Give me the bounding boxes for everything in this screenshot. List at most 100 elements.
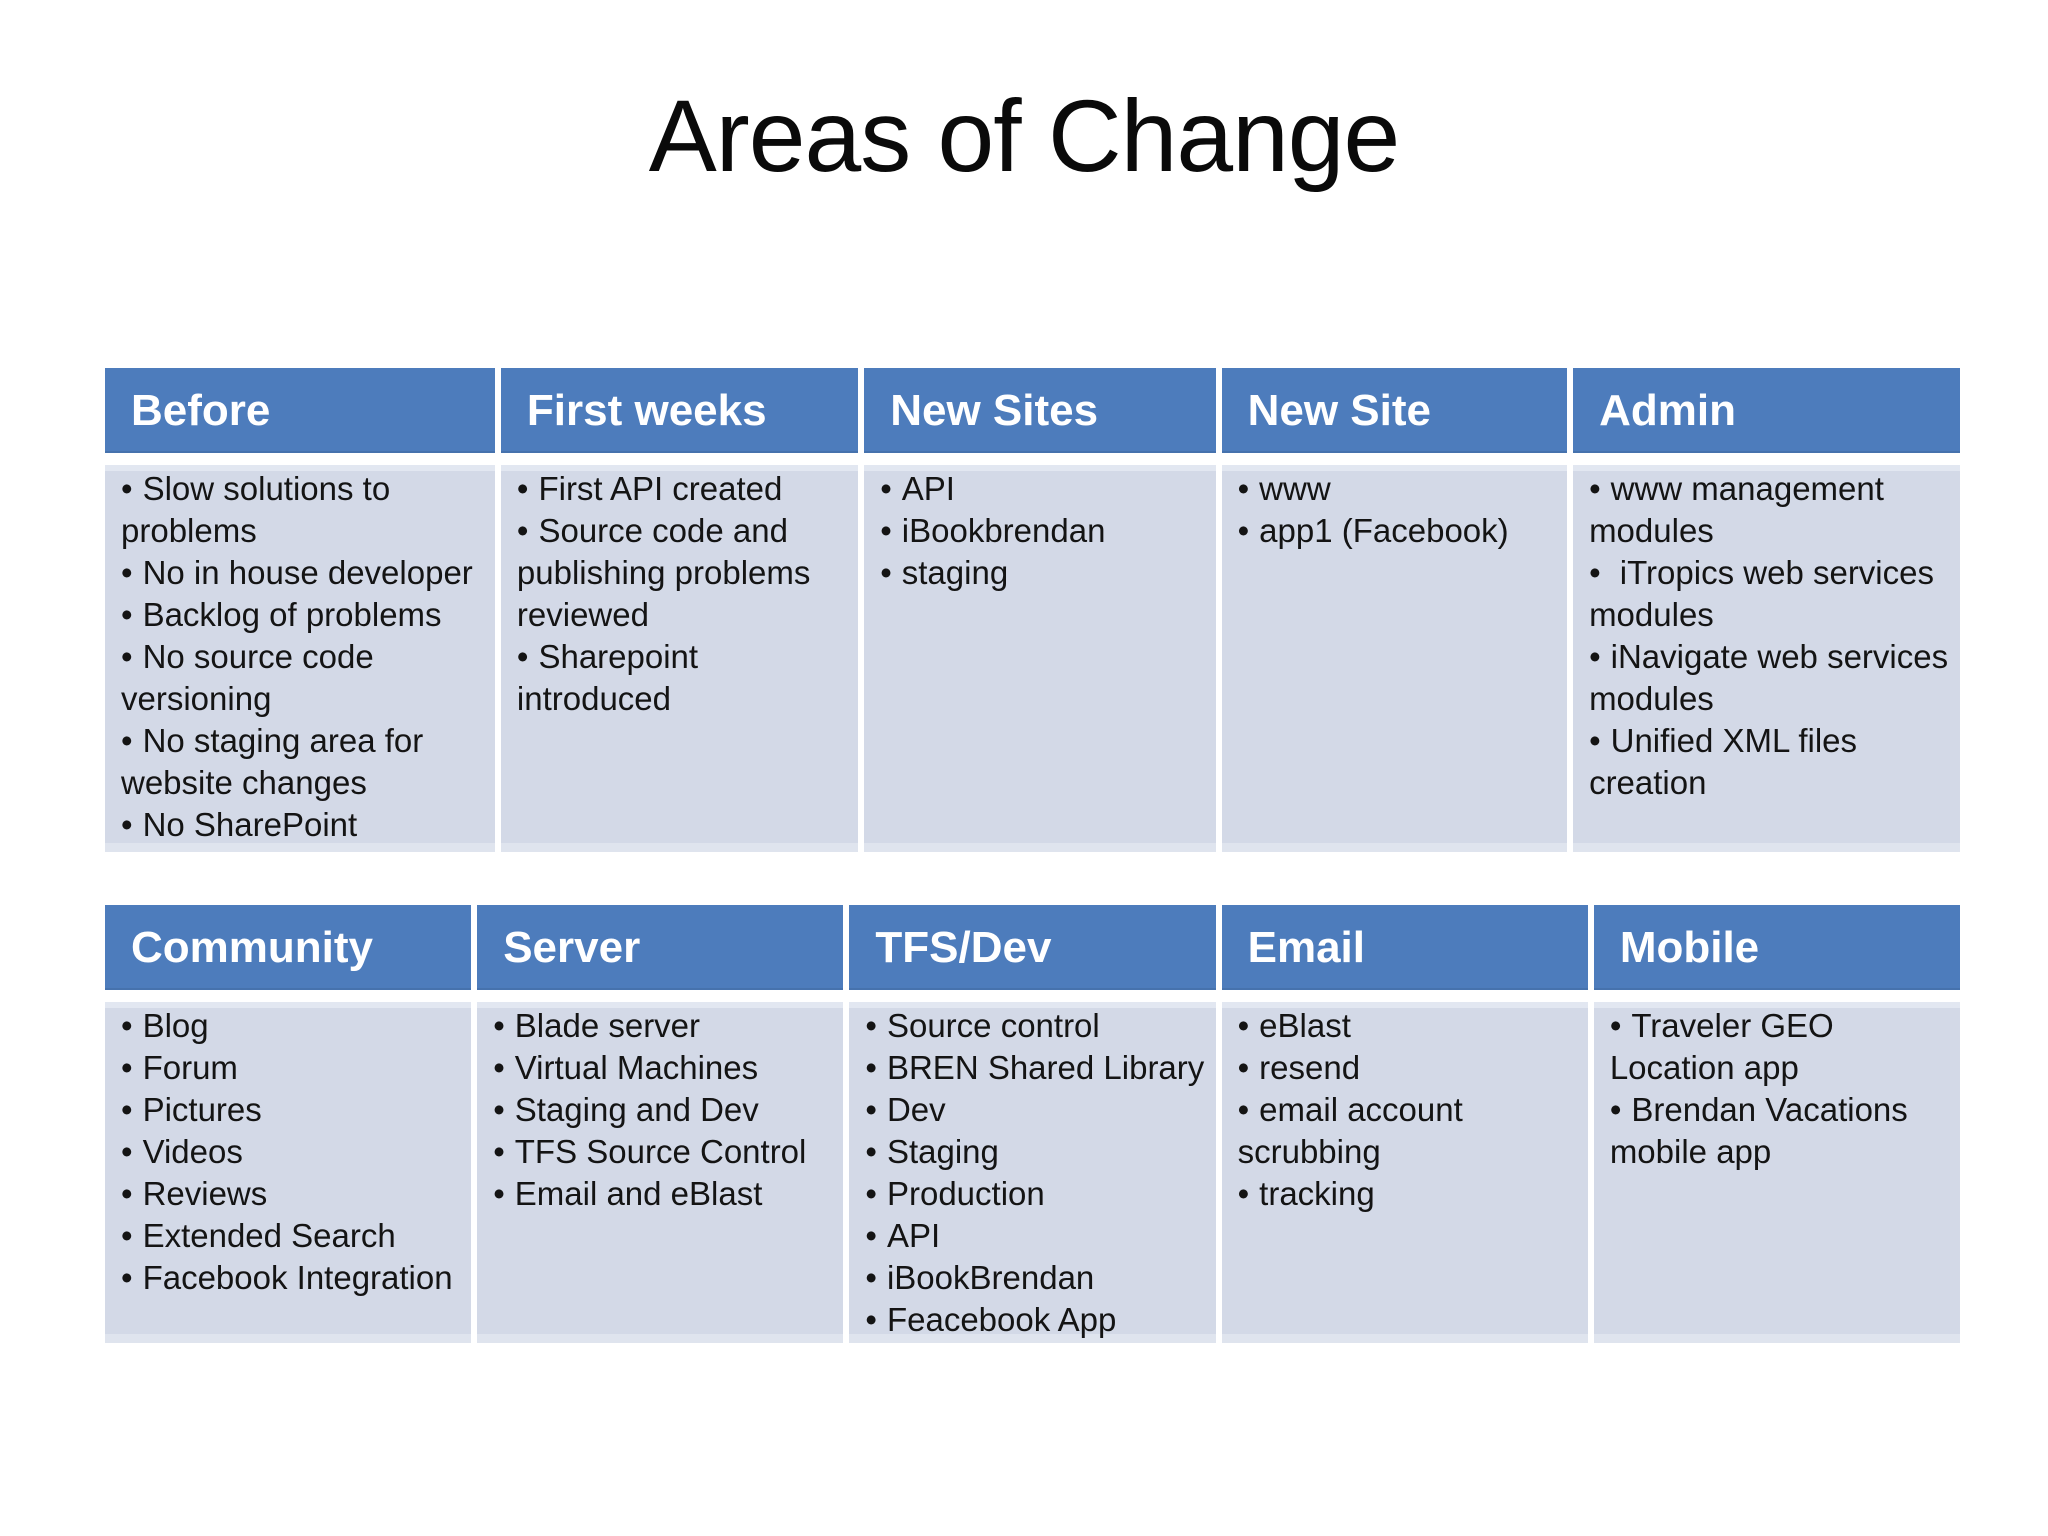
bullet-icon: • [121, 722, 133, 759]
list-item: •No source code versioning [121, 636, 485, 720]
bullet-icon: • [1589, 722, 1601, 759]
list-item: •API [865, 1215, 1205, 1257]
list-item-text: Reviews [142, 1175, 268, 1212]
list-item-text: No SharePoint [142, 806, 358, 843]
column-body: •www management modules• iTropics web se… [1573, 465, 1960, 852]
bullet-icon: • [865, 1259, 877, 1296]
list-item-text: resend [1259, 1049, 1361, 1086]
bullet-icon: • [865, 1091, 877, 1128]
column-header: TFS/Dev [849, 905, 1216, 990]
bullet-icon: • [493, 1175, 505, 1212]
list-item-text: Brendan Vacations mobile app [1609, 1091, 1908, 1170]
bullet-icon: • [865, 1007, 877, 1044]
column-header: First weeks [500, 368, 859, 453]
table-column-tfs-dev: TFS/Dev •Source control•BREN Shared Libra… [849, 905, 1216, 1343]
column-header: Community [105, 905, 472, 990]
list-item: •Staging [865, 1131, 1205, 1173]
column-header: Admin [1573, 368, 1960, 453]
list-item: •Source control [865, 1005, 1205, 1047]
bullet-icon: • [121, 596, 133, 633]
list-item: •Brendan Vacations mobile app [1610, 1089, 1950, 1173]
list-item: •TFS Source Control [493, 1131, 833, 1173]
table-areas-top: Before•Slow solutions to problems•No in … [105, 368, 1960, 852]
table-column-new-sites: New Sites • API•iBookbrendan•staging [864, 368, 1216, 852]
list-item: •www management modules [1589, 468, 1950, 552]
list-item: •Production [865, 1173, 1205, 1215]
column-body: •Slow solutions to problems•No in house … [105, 465, 495, 852]
bullet-icon: • [121, 1007, 133, 1044]
bullet-icon: • [880, 554, 892, 591]
list-item: •iBookBrendan [865, 1257, 1205, 1299]
list-item: •Unified XML files creation [1589, 720, 1950, 804]
column-header: Mobile [1593, 905, 1961, 990]
table-column-new-site: New Site•www•app1 (Facebook) [1221, 368, 1568, 852]
bullet-icon: • [865, 1301, 877, 1338]
list-item-text: www [1259, 470, 1331, 507]
list-item: • iTropics web services modules [1589, 552, 1950, 636]
bullet-icon: • [1237, 1091, 1250, 1128]
list-item-text: Staging and Dev [514, 1091, 759, 1128]
bullet-icon: • [1237, 470, 1250, 507]
bullet-icon: • [516, 512, 529, 549]
list-item-text: Facebook Integration [142, 1259, 453, 1296]
list-item: •Forum [121, 1047, 461, 1089]
column-header: Email [1221, 905, 1588, 990]
list-item-text: Unified XML files creation [1589, 722, 1857, 801]
list-item-text: Traveler GEO Location app [1609, 1007, 1834, 1086]
list-item: •email account scrubbing [1238, 1089, 1578, 1173]
list-item: •Feacebook App [865, 1299, 1205, 1341]
list-item-text: eBlast [1259, 1007, 1351, 1044]
bullet-icon: • [1237, 512, 1250, 549]
column-body: •Blog•Forum•Pictures•Videos•Reviews•Exte… [105, 1002, 472, 1343]
bullet-icon: • [493, 1049, 505, 1086]
list-item-text: No source code versioning [121, 638, 374, 717]
column-body: •www•app1 (Facebook) [1221, 465, 1568, 852]
bullet-icon: • [516, 638, 529, 675]
column-body: •eBlast•resend•email account scrubbing•t… [1221, 1002, 1588, 1343]
list-item-text: iBookBrendan [886, 1259, 1095, 1296]
list-item-text: Blade server [514, 1007, 701, 1044]
list-item: •Blade server [493, 1005, 833, 1047]
list-item: •Pictures [121, 1089, 461, 1131]
bullet-icon: • [121, 1175, 133, 1212]
list-item: •Traveler GEO Location app [1610, 1005, 1950, 1089]
list-item-text: Backlog of problems [142, 596, 442, 633]
table-column-server: Server•Blade server•Virtual Machines•Sta… [477, 905, 844, 1343]
bullet-icon: • [121, 554, 133, 591]
list-item-text: iTropics web services modules [1589, 554, 1934, 633]
list-item: •Slow solutions to problems [121, 468, 485, 552]
bullet-icon: • [1237, 1049, 1250, 1086]
column-body: •Traveler GEO Location app•Brendan Vacat… [1593, 1002, 1961, 1343]
list-item: •Extended Search [121, 1215, 461, 1257]
list-item-text: Sharepoint introduced [516, 638, 699, 717]
list-item: •staging [880, 552, 1205, 594]
column-header: New Sites [864, 368, 1216, 453]
list-item-text: TFS Source Control [514, 1133, 807, 1170]
list-item-text: iNavigate web services modules [1589, 638, 1949, 717]
table-areas-bottom: Community •Blog•Forum•Pictures•Videos•Rev… [105, 905, 1961, 1343]
list-item-text: No in house developer [142, 554, 473, 591]
bullet-icon: • [516, 470, 529, 507]
column-body: • API•iBookbrendan•staging [864, 465, 1216, 852]
table-column-first-weeks: First weeks•First API created•Source cod… [500, 368, 859, 852]
list-item-text: Slow solutions to problems [121, 470, 391, 549]
list-item-text: Pictures [142, 1091, 262, 1128]
list-item-text: Virtual Machines [514, 1049, 759, 1086]
list-item-text: Staging [886, 1133, 999, 1170]
bullet-icon: • [865, 1175, 877, 1212]
list-item-text: API [901, 470, 955, 507]
bullet-icon: • [493, 1007, 505, 1044]
table-column-admin: Admin•www management modules• iTropics w… [1573, 368, 1960, 852]
list-item: •BREN Shared Library [865, 1047, 1205, 1089]
list-item: •No in house developer [121, 552, 485, 594]
list-item-text: email account scrubbing [1237, 1091, 1463, 1170]
list-item-text: Source code and publishing problems revi… [516, 512, 811, 633]
list-item: •iBookbrendan [880, 510, 1205, 552]
bullet-icon: • [1589, 638, 1601, 675]
list-item: •Virtual Machines [493, 1047, 833, 1089]
bullet-icon: • [121, 1091, 133, 1128]
bullet-icon: • [121, 806, 133, 843]
list-item-text: www management modules [1589, 470, 1884, 549]
list-item: •Reviews [121, 1173, 461, 1215]
